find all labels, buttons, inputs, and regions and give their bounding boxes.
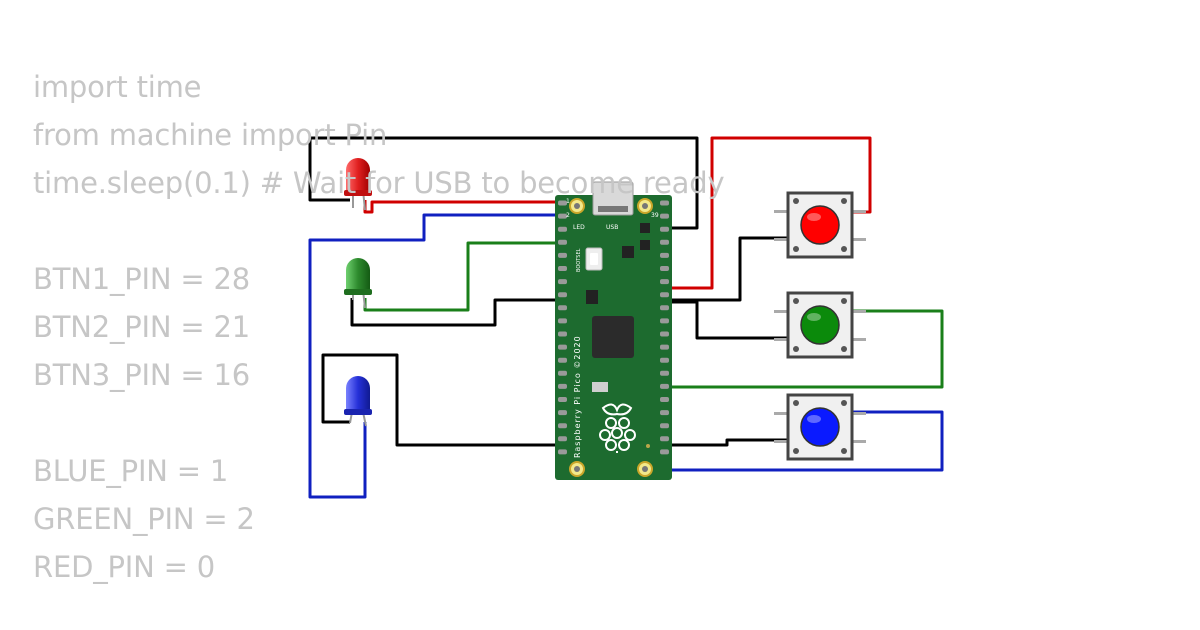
pins-left-pin[interactable] (558, 213, 567, 219)
pins-right-pin[interactable] (660, 357, 669, 363)
wire-green-btn2[interactable] (660, 309, 944, 389)
pins-left-pin[interactable] (558, 279, 567, 285)
pins-right-pin[interactable] (660, 213, 669, 219)
wire-black-btn3[interactable] (660, 438, 788, 447)
wire-black-red-led-cathode[interactable] (308, 136, 699, 230)
pins-right-pin[interactable] (660, 397, 669, 402)
pins-left-pin[interactable] (558, 226, 567, 232)
pin1-label: 1 (566, 198, 570, 205)
pins-left-pin[interactable] (558, 318, 567, 324)
led-label: LED (573, 224, 585, 231)
pins-right-pin[interactable] (660, 410, 669, 416)
led-green[interactable] (344, 258, 372, 309)
pins-right-pin[interactable] (660, 266, 669, 271)
wire-blue-btn3[interactable] (660, 410, 944, 472)
pins-left-pin[interactable] (558, 410, 567, 416)
wire-black-btn1[interactable] (660, 236, 788, 302)
pins-left-pin[interactable] (558, 357, 567, 363)
led-blue[interactable] (344, 376, 372, 427)
wire-black-green-led-cathode[interactable] (350, 298, 560, 327)
push-button-green[interactable] (774, 291, 866, 359)
pins-right-pin[interactable] (660, 383, 669, 389)
push-button-cap[interactable] (800, 305, 840, 345)
wire-red-led[interactable] (363, 200, 560, 214)
pins-right-pin[interactable] (660, 292, 669, 298)
pins-right-pin[interactable] (660, 331, 669, 337)
push-button-cap[interactable] (800, 205, 840, 245)
pins-left-pin[interactable] (558, 266, 567, 271)
led-blue-body (346, 376, 370, 414)
pins-right-pin[interactable] (660, 239, 669, 245)
board-name-label: Raspberry Pi Pico ©2020 (573, 335, 582, 458)
pico-board[interactable]: 1 2 39 LED USB BOOTSEL Raspberry Pi Pico… (555, 181, 672, 480)
pins-left-pin[interactable] (558, 239, 567, 245)
pins-right-pin[interactable] (660, 449, 669, 455)
pins-right-pin[interactable] (660, 423, 669, 429)
pins-left-pin[interactable] (558, 397, 567, 402)
pin2-label: 2 (566, 212, 570, 219)
push-button-cap[interactable] (800, 407, 840, 447)
pins-right-pin[interactable] (660, 305, 669, 311)
pins-right-pin[interactable] (660, 200, 669, 206)
wire-black-btn2[interactable] (660, 300, 788, 340)
pins-right-pin[interactable] (660, 318, 669, 324)
pins-right-pin[interactable] (660, 252, 669, 258)
pins-left-pin[interactable] (558, 331, 567, 337)
led-green-body (346, 258, 370, 294)
raspberry-logo-icon (599, 403, 636, 453)
push-button-red[interactable] (774, 191, 866, 259)
pins-right (660, 200, 669, 455)
led-red[interactable] (344, 158, 372, 211)
pins-right-pin[interactable] (660, 436, 669, 442)
pins-left-pin[interactable] (558, 449, 567, 455)
usb-label: USB (606, 224, 618, 231)
pins-left-pin[interactable] (558, 252, 567, 258)
pins-left-pin[interactable] (558, 436, 567, 442)
push-buttons (774, 191, 866, 461)
pins-left-pin[interactable] (558, 344, 567, 350)
pins-left-pin[interactable] (558, 200, 567, 206)
pins-left-pin[interactable] (558, 370, 567, 376)
pins-left (558, 200, 567, 455)
pins-left-pin[interactable] (558, 305, 567, 311)
pins-right-pin[interactable] (660, 279, 669, 285)
pins-right-pin[interactable] (660, 226, 669, 232)
bootsel-label: BOOTSEL (576, 248, 582, 272)
pin39-label: 39 (651, 212, 659, 219)
pins-left-pin[interactable] (558, 292, 567, 298)
wires (308, 136, 944, 499)
pins-right-pin[interactable] (660, 344, 669, 350)
push-button-blue[interactable] (774, 393, 866, 461)
wire-blue-led[interactable] (308, 213, 560, 499)
wire-black-blue-led-cathode[interactable] (321, 353, 560, 447)
led-red-body (346, 158, 370, 195)
pins-right-pin[interactable] (660, 370, 669, 376)
pins-left-pin[interactable] (558, 383, 567, 389)
pins-left-pin[interactable] (558, 423, 567, 429)
wire-red-btn1[interactable] (660, 136, 872, 290)
rp2040-chip (592, 316, 634, 358)
